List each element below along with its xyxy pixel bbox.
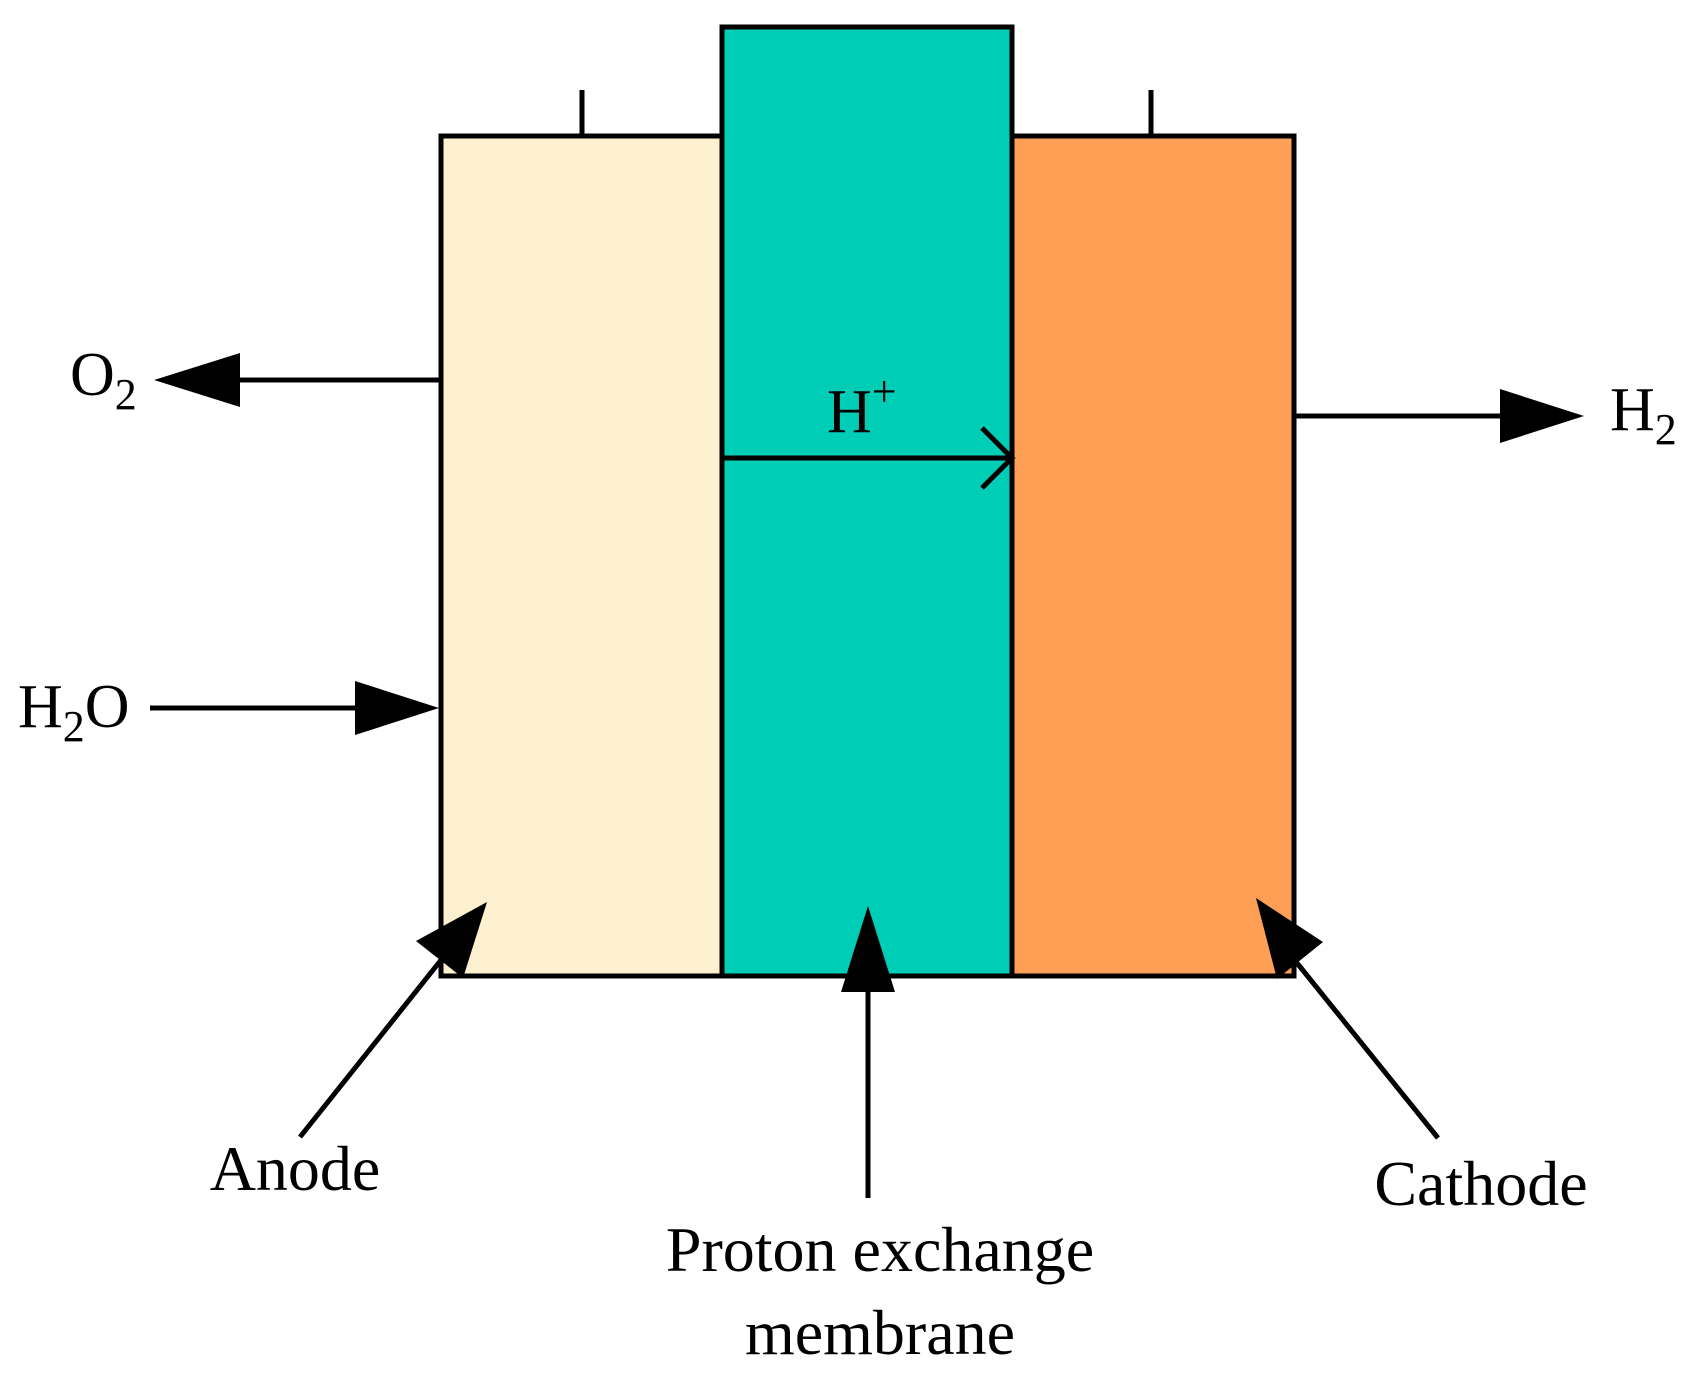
hydrogen-outlet-arrowhead xyxy=(1500,389,1584,443)
oxygen-outlet-arrowhead xyxy=(154,353,240,407)
cathode-pointer-arrowhead xyxy=(1256,898,1323,979)
membrane-label-line1: Proton exchange xyxy=(666,1214,1094,1285)
anode-label: Anode xyxy=(210,1133,381,1204)
water-label: H2O xyxy=(18,673,130,751)
cathode-label: Cathode xyxy=(1374,1148,1587,1219)
oxygen-label: O2 xyxy=(70,341,137,419)
proton-transfer-arrowhead xyxy=(980,426,1016,490)
hydrogen-label: H2 xyxy=(1610,376,1677,454)
membrane-block xyxy=(719,24,1015,979)
membrane-pointer-arrowhead xyxy=(841,906,895,992)
anode-block xyxy=(438,133,725,979)
anode-pointer-arrowhead xyxy=(416,902,487,978)
cathode-block xyxy=(1009,133,1297,979)
water-inlet-arrowhead xyxy=(355,681,439,735)
cathode-pointer-shaft xyxy=(1295,961,1440,1140)
anode-pointer-shaft xyxy=(298,953,447,1139)
membrane-label-line2: membrane xyxy=(745,1297,1015,1368)
proton-label: H+ xyxy=(827,367,897,446)
